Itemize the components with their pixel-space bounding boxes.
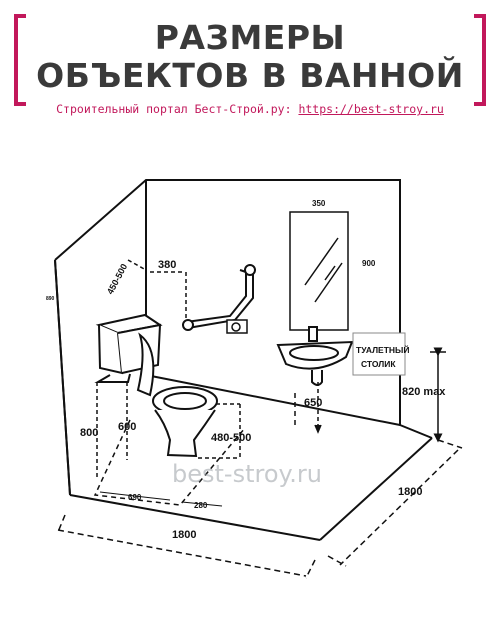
tank-range-dimension: [127, 259, 147, 305]
floor-depth-dimensions: [99, 491, 223, 507]
vanity-label-line2: СТОЛИК: [361, 359, 396, 369]
mirror-width-label: 350: [312, 199, 326, 208]
grab-bar-offset-dimension: [150, 271, 187, 320]
floor-clearance-zone: [93, 390, 296, 506]
tank-range-label: 450-500: [105, 262, 129, 296]
right-bracket-decoration: [474, 14, 486, 106]
vanity-label-box: ТУАЛЕТНЫЙ СТОЛИК: [352, 332, 409, 376]
left-wall-edge: [54, 259, 71, 496]
watermark: best-stroy.ru: [172, 460, 322, 488]
page-title-line1: РАЗМЕРЫ: [154, 18, 346, 57]
mirror-height-label: 900: [362, 259, 376, 268]
toilet-seat-dimension: [198, 403, 241, 459]
room-width-label: 1800: [172, 529, 196, 541]
room-width-dimension: [57, 514, 316, 579]
site-link[interactable]: https://best-stroy.ru: [298, 102, 444, 116]
grab-bar-offset-label: 380: [158, 259, 176, 271]
toilet-paper-holder: [226, 319, 248, 334]
grab-bar: [182, 264, 256, 331]
sink-clearance-dimension: [314, 382, 322, 434]
site-subtitle: Строительный портал Бест-Строй.ру: https…: [0, 102, 500, 116]
mirror: [289, 211, 349, 331]
sink-height-dimension: [430, 347, 446, 443]
room-depth-dimension: [327, 439, 463, 567]
room-depth-label: 1800: [398, 486, 422, 498]
page-title-line2: ОБЪЕКТОВ В ВАННОЙ: [36, 56, 464, 95]
vanity-label-line1: ТУАЛЕТНЫЙ: [356, 344, 409, 355]
bathroom-dimension-diagram: 350 900 ТУАЛЕТНЫЙ СТОЛИК 820 max 650: [46, 179, 463, 579]
subtitle-text: Строительный портал Бест-Строй.ру:: [56, 102, 299, 116]
tank-height-dimension: [96, 382, 128, 480]
wall-height-label: 890: [46, 296, 55, 302]
left-bracket-decoration: [14, 14, 26, 106]
depth-280-label: 280: [194, 501, 208, 510]
toilet-seat-label: 480-500: [211, 432, 251, 444]
toilet-bowl: [136, 332, 218, 458]
sink-clearance-label: 650: [304, 397, 322, 409]
tank-height-label: 800: [80, 427, 98, 439]
sink-height-label: 820 max: [402, 386, 446, 398]
floor-outline: [69, 437, 433, 541]
sink: [276, 326, 354, 386]
depth-690-label: 690: [128, 493, 142, 502]
grip-height-label: 600: [118, 421, 136, 433]
